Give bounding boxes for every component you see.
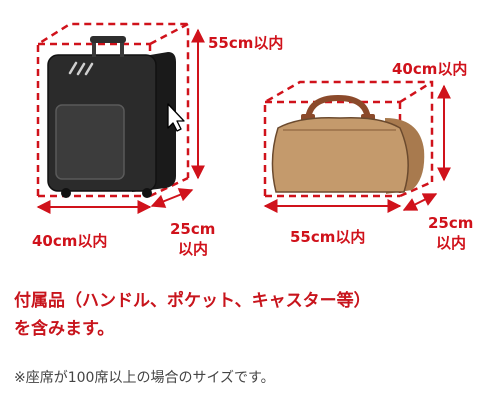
suitcase-wheel-right (142, 188, 152, 198)
bag-group (263, 80, 451, 213)
bag-depth-label-1: 25cm (428, 214, 474, 232)
suitcase-depth-label-1: 25cm (170, 220, 216, 238)
bag-depth-label-2: 以内 (436, 234, 467, 252)
seat-count-footnote: ※座席が100席以上の場合のサイズです。 (14, 370, 275, 386)
suitcase-width-label: 40cm以内 (32, 232, 108, 250)
suitcase-handle (90, 36, 126, 57)
bag-body (271, 116, 409, 193)
accessories-note-line2: を含みます。 (14, 319, 115, 339)
cursor-icon (167, 103, 185, 132)
suitcase-height-label: 55cm以内 (208, 34, 284, 52)
suitcase-group (36, 22, 205, 214)
suitcase-depth-arrow (150, 188, 194, 208)
bag-depth-arrow (402, 193, 438, 211)
bag-handle (305, 94, 371, 125)
suitcase-pocket (55, 104, 125, 180)
suitcase-logo (68, 61, 94, 76)
accessories-note-line1: 付属品（ハンドル、ポケット、キャスター等） (14, 291, 371, 311)
suitcase-depth-label-2: 以内 (178, 240, 209, 258)
suitcase-wheel-left (61, 188, 71, 198)
bag-width-label: 55cm以内 (290, 228, 366, 246)
bag-height-label: 40cm以内 (392, 60, 468, 78)
